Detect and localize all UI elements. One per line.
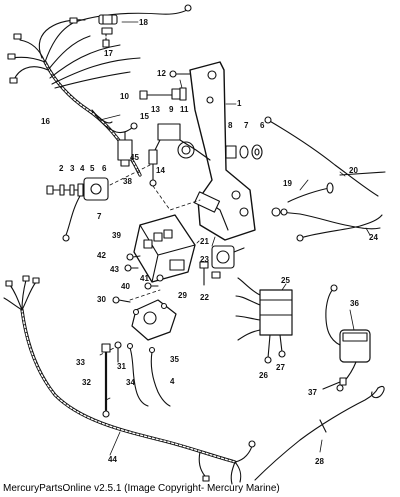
coil-21 (199, 245, 245, 286)
rectifier-25 (235, 277, 293, 364)
cables-32-35 (101, 342, 171, 418)
module-36 (325, 284, 371, 392)
callout-24: 24 (369, 233, 378, 242)
callout-39: 39 (112, 231, 121, 240)
callout-19: 19 (283, 179, 292, 188)
solenoid-cluster (148, 123, 211, 187)
callout-35: 35 (170, 355, 179, 364)
callout-numbers: 1 2 3 4 4 5 6 6 7 7 8 9 10 11 12 13 14 1… (41, 18, 378, 466)
callout-36: 36 (350, 299, 359, 308)
callout-8: 8 (228, 121, 233, 130)
callout-18: 18 (139, 18, 148, 27)
callout-37: 37 (308, 388, 317, 397)
callout-44: 44 (108, 455, 117, 464)
upper-wiring-harness (7, 4, 192, 177)
callout-15: 15 (140, 112, 149, 121)
bolts-2-3-4-5 (46, 177, 109, 242)
leads-19-20-24 (264, 116, 386, 242)
callout-2: 2 (59, 164, 64, 173)
callout-30: 30 (97, 295, 106, 304)
callout-33: 33 (76, 358, 85, 367)
callout-14: 14 (156, 166, 165, 175)
lower-wiring-harness (3, 275, 256, 485)
callout-21: 21 (200, 237, 209, 246)
callout-28: 28 (315, 457, 324, 466)
callout-40: 40 (121, 282, 130, 291)
copyright-credit: MercuryPartsOnline v2.5.1 (Image Copyrig… (3, 483, 280, 494)
callout-34: 34 (126, 378, 135, 387)
ignition-module (133, 214, 196, 283)
callout-26: 26 (259, 371, 268, 380)
callout-27: 27 (276, 363, 285, 372)
callout-leaders (99, 21, 371, 456)
callout-7-left: 7 (97, 212, 102, 221)
callout-4-lower: 4 (170, 377, 175, 386)
callout-22: 22 (200, 293, 209, 302)
callout-29: 29 (178, 291, 187, 300)
callout-1: 1 (237, 99, 242, 108)
callout-41: 41 (140, 274, 149, 283)
callout-13: 13 (151, 105, 160, 114)
callout-42: 42 (97, 251, 106, 260)
callout-7: 7 (244, 121, 249, 130)
mounting-bracket (189, 61, 256, 241)
hardware-40-41-42-43 (124, 253, 164, 290)
callout-6-left: 6 (102, 164, 107, 173)
screws-10-11-12-13 (139, 70, 191, 101)
callout-32: 32 (82, 378, 91, 387)
callout-23: 23 (200, 255, 209, 264)
part-18-clamp (98, 14, 118, 48)
callout-25: 25 (281, 276, 290, 285)
lead-28 (254, 385, 385, 481)
callout-4: 4 (80, 164, 85, 173)
washers-8-7-6 (225, 144, 263, 160)
callout-3: 3 (70, 164, 75, 173)
callout-31: 31 (117, 362, 126, 371)
callout-38: 38 (123, 177, 132, 186)
callout-43: 43 (110, 265, 119, 274)
callout-9: 9 (169, 105, 174, 114)
callout-11: 11 (180, 105, 189, 114)
callout-6: 6 (260, 121, 265, 130)
callout-12: 12 (157, 69, 166, 78)
callout-17: 17 (104, 49, 113, 58)
callout-16: 16 (41, 117, 50, 126)
callout-10: 10 (120, 92, 129, 101)
callout-5: 5 (90, 164, 95, 173)
screw-37 (322, 377, 347, 390)
callout-45: 45 (130, 153, 139, 162)
solenoid-29 (112, 296, 177, 363)
callout-20: 20 (349, 166, 358, 175)
